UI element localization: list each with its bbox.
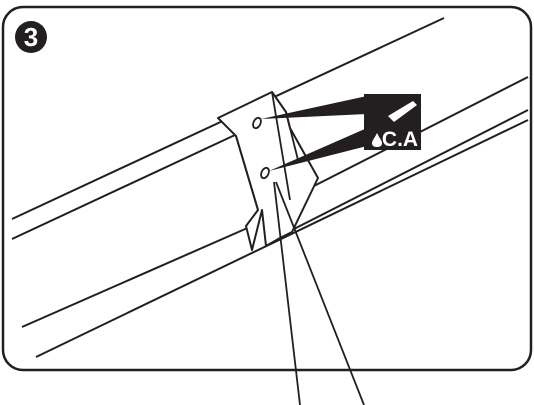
glue-drop [372,133,382,147]
lower-rail-inner-edge [289,109,529,232]
glue-pointer-lower [269,128,367,171]
bottom-pointer-right-line [275,181,365,405]
upper-rail-bottom-edge [11,127,251,240]
bracket-flange-edge [285,111,299,161]
step-number: 3 [24,22,38,52]
glue-pointer-upper [261,96,367,119]
step-badge-circle [15,21,47,53]
bracket-hole-lower [260,166,270,180]
lower-rail-left-top-edge [21,225,253,328]
bracket-fold-right [271,91,291,201]
glue-bottle-nozzle [388,101,417,122]
step-badge: 3 [15,21,47,53]
bracket-hole-upper [252,116,262,130]
adhesive-label: C.A [382,128,418,151]
bottom-pointer [273,181,365,405]
bottom-pointer-left-line [273,181,301,405]
adhesive-badge: C.A [364,94,421,151]
lower-rail-bottom-edge [35,119,529,358]
bracket-fold-left [235,135,259,211]
lower-rail [21,76,529,358]
glue-bottle-icon [372,101,417,147]
